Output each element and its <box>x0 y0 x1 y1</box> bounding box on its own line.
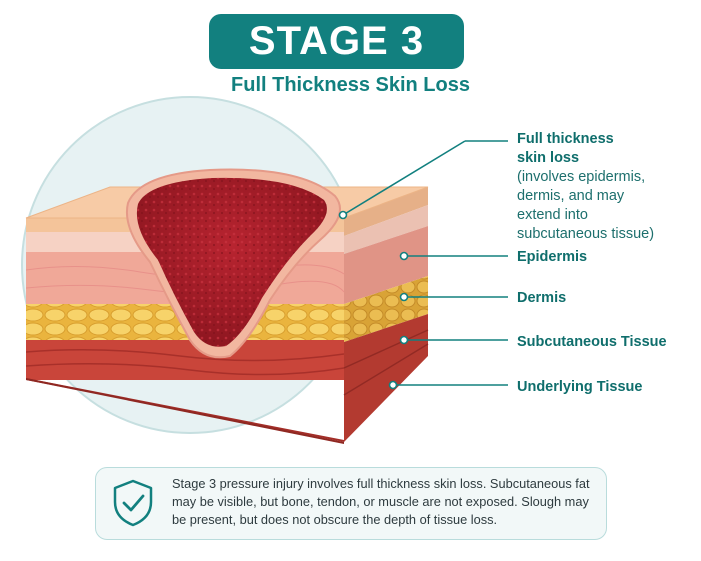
label-subcutaneous-tissue: Subcutaneous Tissue <box>517 333 667 352</box>
shield-check-icon <box>110 478 156 528</box>
label-full-thickness-title: Full thickness skin loss <box>517 130 697 168</box>
label-full-thickness: Full thickness skin loss (involves epide… <box>517 130 697 244</box>
info-text: Stage 3 pressure injury involves full th… <box>172 475 602 529</box>
label-dermis: Dermis <box>517 289 566 308</box>
label-underlying-tissue: Underlying Tissue <box>517 378 642 397</box>
info-box: Stage 3 pressure injury involves full th… <box>95 467 607 540</box>
side-face <box>344 187 428 442</box>
label-full-thickness-detail: (involves epidermis, dermis, and may ext… <box>517 168 697 244</box>
label-epidermis: Epidermis <box>517 248 587 267</box>
